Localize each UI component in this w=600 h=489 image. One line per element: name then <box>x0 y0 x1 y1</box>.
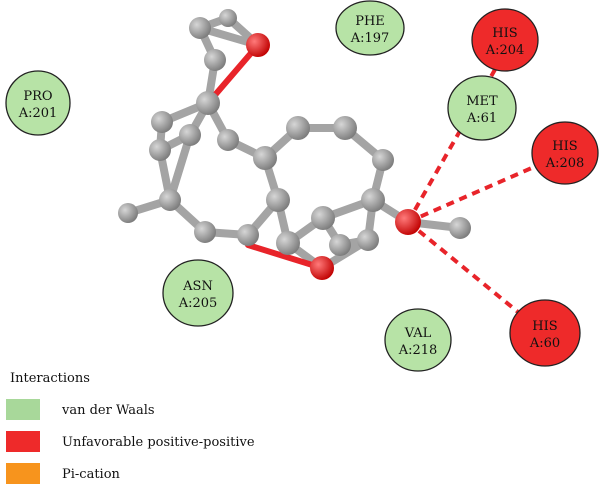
ligand-oxygen-atoms <box>246 33 421 280</box>
residue-number: A:60 <box>529 336 560 351</box>
residue-disc <box>471 8 539 72</box>
residue-name: VAL <box>404 326 432 341</box>
legend: Interactions van der Waals Unfavorable p… <box>6 371 255 484</box>
residue-number: A:61 <box>466 111 497 126</box>
residue-asn205: ASN A:205 <box>162 259 234 327</box>
residue-disc <box>509 299 581 367</box>
legend-label-pi-cation: Pi-cation <box>62 467 121 482</box>
residue-val218: VAL A:218 <box>384 308 452 372</box>
legend-swatch-vdw <box>6 399 40 420</box>
ligand-carbon-atoms <box>118 9 471 256</box>
residue-name: HIS <box>552 139 577 154</box>
legend-label-unfavorable: Unfavorable positive-positive <box>62 435 255 450</box>
residue-name: HIS <box>492 26 517 41</box>
residue-disc <box>384 308 452 372</box>
legend-swatch-pi-cation <box>6 463 40 484</box>
residue-disc <box>531 121 599 185</box>
residue-met61: MET A:61 <box>447 75 517 141</box>
residue-number: A:205 <box>178 296 218 311</box>
legend-swatch-unfavorable <box>6 431 40 452</box>
residue-his204: HIS A:204 <box>471 8 539 72</box>
residue-disc <box>5 70 71 136</box>
residue-disc <box>162 259 234 327</box>
legend-title: Interactions <box>10 371 90 386</box>
residue-name: HIS <box>532 319 557 334</box>
residue-his208: HIS A:208 <box>531 121 599 185</box>
residue-number: A:218 <box>398 343 438 358</box>
residue-name: PHE <box>355 14 385 29</box>
residue-disc <box>447 75 517 141</box>
residue-number: A:201 <box>18 106 58 121</box>
interaction-line-his204 <box>406 51 507 223</box>
residue-pro201: PRO A:201 <box>5 70 71 136</box>
residue-number: A:197 <box>350 31 390 46</box>
residue-disc <box>335 0 405 56</box>
residue-name: ASN <box>182 279 213 294</box>
residue-number: A:208 <box>545 156 585 171</box>
residue-name: MET <box>466 94 498 109</box>
residue-name: PRO <box>23 89 52 104</box>
interaction-line-his208 <box>407 158 551 224</box>
residue-his60: HIS A:60 <box>509 299 581 367</box>
legend-label-vdw: van der Waals <box>61 403 155 418</box>
residue-phe197: PHE A:197 <box>335 0 405 56</box>
ligand-molecule <box>118 9 471 280</box>
residue-number: A:204 <box>485 43 525 58</box>
